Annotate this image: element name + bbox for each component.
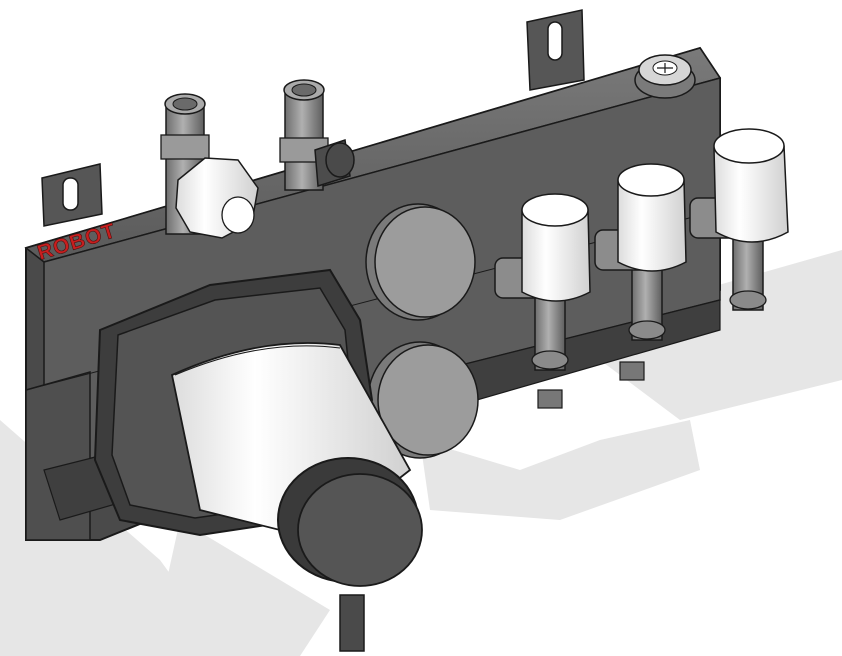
hex-cap-icon xyxy=(175,157,259,239)
thermostatic-head-icon xyxy=(689,128,789,311)
mounting-bracket-icon xyxy=(526,9,585,91)
mounting-bracket-icon xyxy=(41,163,103,227)
cartridge-disc-icon xyxy=(367,341,479,459)
air-vent-icon xyxy=(634,54,696,99)
pipe-fitting-icon xyxy=(279,79,355,191)
cartridge-disc-icon xyxy=(365,203,476,321)
thermostatic-head-icon xyxy=(594,163,687,341)
outlet-fitting-icon xyxy=(537,361,645,409)
knob-icon xyxy=(277,457,423,652)
thermostatic-head-icon xyxy=(494,193,591,371)
